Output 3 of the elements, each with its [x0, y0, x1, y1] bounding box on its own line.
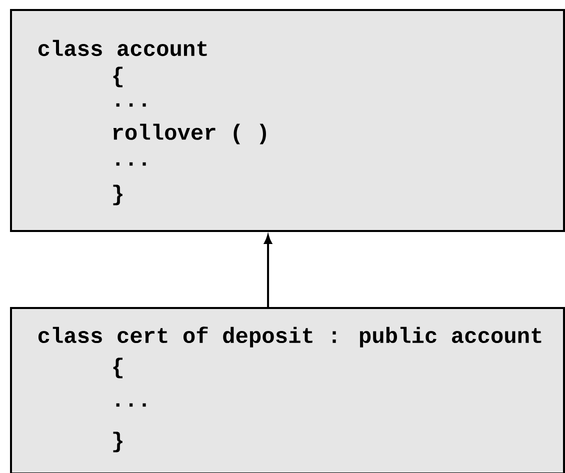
class-box: class account { ... rollover ( ) ... } — [10, 9, 565, 232]
class-box: class cert of deposit : public account { ... } — [10, 307, 565, 473]
arrow — [264, 234, 272, 307]
